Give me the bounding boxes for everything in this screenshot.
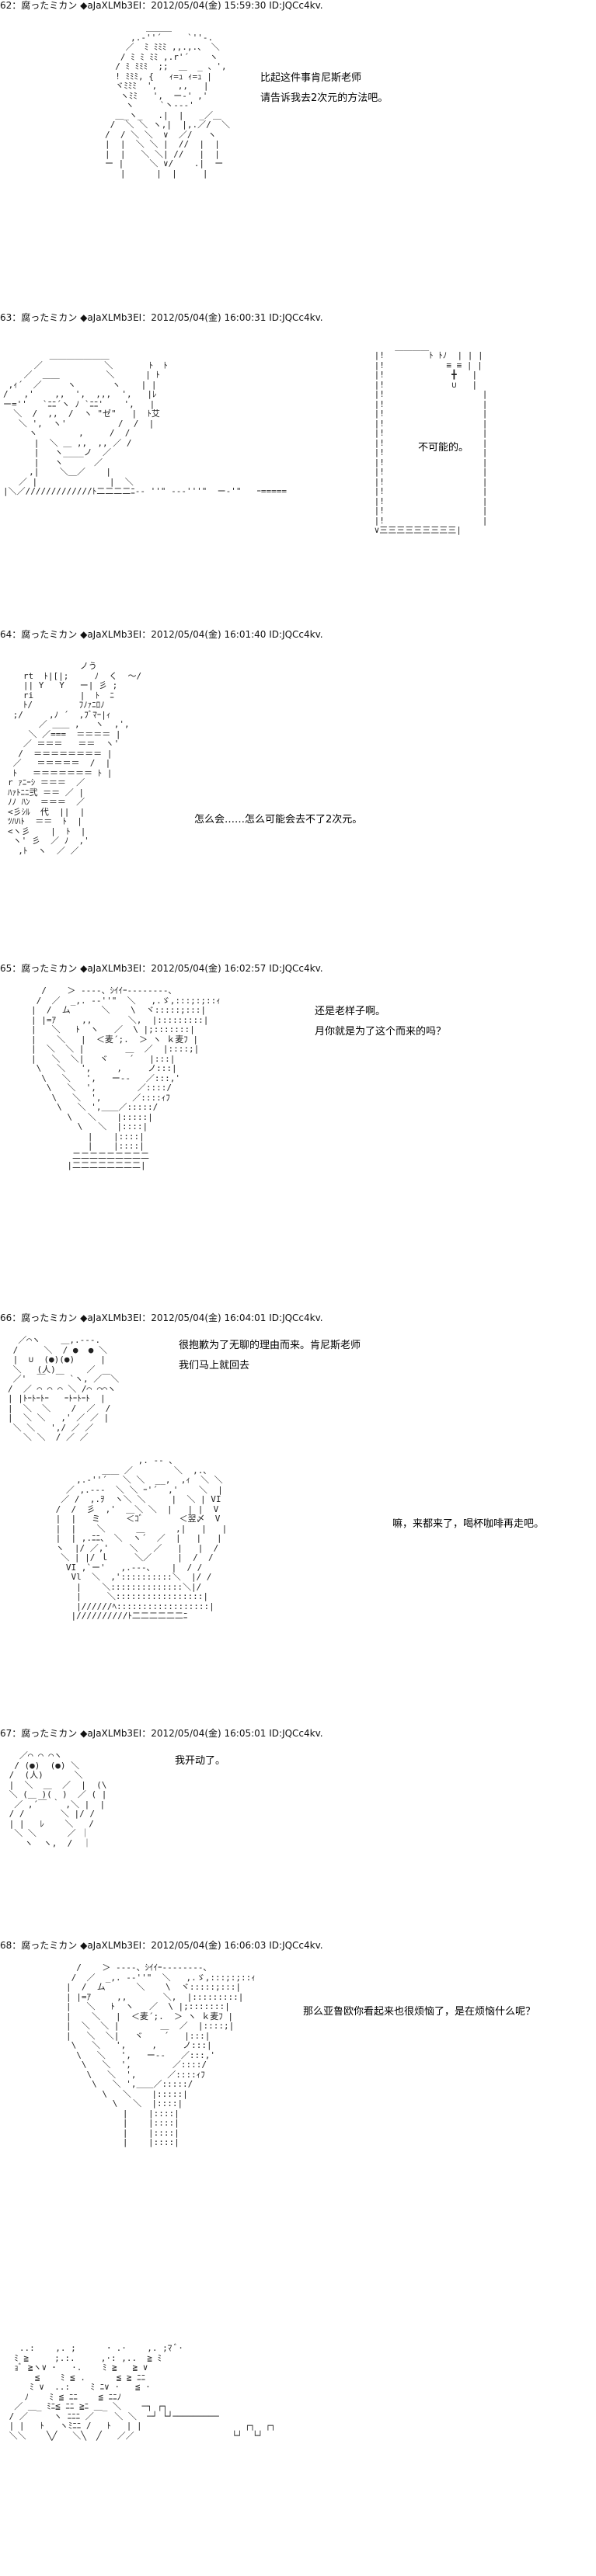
dialogue-line: 比起这件事肯尼斯老师 [260, 72, 362, 84]
dialogue-line: 不可能的。 [418, 442, 469, 454]
ascii-art-figure: / ＞ ‐‐--、ｼｲｲｰ-‐-‐-‐--､ / ／ _,. -‐''" ＼ ,… [31, 986, 221, 1170]
dialogue-line: 我开动了。 [175, 1755, 226, 1767]
ascii-art-figure: ＿＿＿＿＿＿＿ ／ ＼ ﾄ ﾄ ／ ＿＿ ＼ | ﾄ ,ｨ´ ／ ヽ ヽ | |… [3, 350, 288, 496]
ascii-art-signboard: |! ￣￣￣￣ﾄ ﾄﾉ | | | |! ≡ ≡ | | |! ╋ | |! ∪… [374, 350, 488, 535]
dialogue-line: 月你就是为了这个而来的吗？ [315, 1026, 447, 1038]
dialogue-line: 我们马上就回去 [179, 1360, 250, 1371]
dialogue: 嘛，来都来了，喝杯咖啡再走吧。 [392, 1514, 544, 1535]
dialogue: 怎么会……怎么可能会去不了2次元。 [194, 810, 362, 830]
ascii-art-small-creature: ／⌒ ⌒ ⌒ヽ / (●) (●) ＼ / (人) ＼ | ＼ ＿ ／ | (\… [9, 1750, 107, 1848]
post-header: 67：腐ったミカン ◆aJaXLMb3EI：2012/05/04(金) 16:0… [0, 1728, 323, 1739]
dialogue-line: 怎么会……怎么可能会去不了2次元。 [194, 814, 363, 826]
dialogue-line: 请告诉我去2次元的方法吧。 [260, 92, 389, 104]
dialogue-line: 那么亚鲁欧你看起来也很烦恼了，是在烦恼什么呢？ [303, 2006, 536, 2018]
post-header: 64：腐ったミカン ◆aJaXLMb3EI：2012/05/04(金) 16:0… [0, 629, 323, 640]
post-header: 63：腐ったミカン ◆aJaXLMb3EI：2012/05/04(金) 16:0… [0, 312, 323, 323]
dialogue: 那么亚鲁欧你看起来也很烦恼了，是在烦恼什么呢？ [303, 2002, 535, 2022]
dialogue: 很抱歉为了无聊的理由而来。肯尼斯老师 我们马上就回去 [179, 1336, 361, 1376]
ascii-art-figure: ＿＿＿ ,.-''´ `''-. ／ ﾐ ﾐﾐﾐ ,,.,.、 ＼ / ﾐ ﾐ … [105, 23, 230, 179]
ascii-art-small-creature: ／⌒ヽ ＿,.-‐-. / ＼ / ● ● ＼ | ∪ (●)(●) | ＼ (… [8, 1335, 120, 1442]
post-header: 62：腐ったミカン ◆aJaXLMb3EI：2012/05/04(金) 15:5… [0, 0, 323, 11]
dialogue-line: 嘛，来都来了，喝杯咖啡再走吧。 [392, 1518, 545, 1530]
ascii-art-figure: / ＞ ‐‐--、ｼｲｲｰ-‐-‐-‐--､ / ／ _,. -‐''" ＼ ,… [66, 1962, 256, 2147]
post-header: 66：腐ったミカン ◆aJaXLMb3EI：2012/05/04(金) 16:0… [0, 1312, 323, 1323]
dialogue: 不可能的。 [418, 438, 469, 458]
ascii-art-crowd: ..: ,. ; ･ .· ,. ;ﾏ ﾞ· ﾐ ≧ ;.:. ,·: ,.. … [9, 2343, 276, 2441]
dialogue-line: 很抱歉为了无聊的理由而来。肯尼斯老师 [179, 1340, 361, 1351]
post-header: 65：腐ったミカン ◆aJaXLMb3EI：2012/05/04(金) 16:0… [0, 963, 323, 974]
dialogue: 比起这件事肯尼斯老师 请告诉我去2次元的方法吧。 [260, 68, 388, 109]
post-header: 68：腐ったミカン ◆aJaXLMb3EI：2012/05/04(金) 16:0… [0, 1940, 323, 1951]
dialogue-line: 还是老样子啊。 [315, 1006, 386, 1017]
dialogue: 我开动了。 [175, 1751, 225, 1771]
dialogue: 还是老样子啊。 月你就是为了这个而来的吗？ [315, 1002, 446, 1042]
ascii-art-figure: ,. ‐- ､ ＿＿ ／ ＼ ,.､ ,.-''´ ＼ ＼ __, ,ｨ ＼ ＼… [55, 1455, 228, 1621]
ascii-art-figure: ノう rt ﾄ|[|; ﾉ く ～/ || Y Y ー| 彡 ; ri | ﾄ … [8, 661, 142, 856]
